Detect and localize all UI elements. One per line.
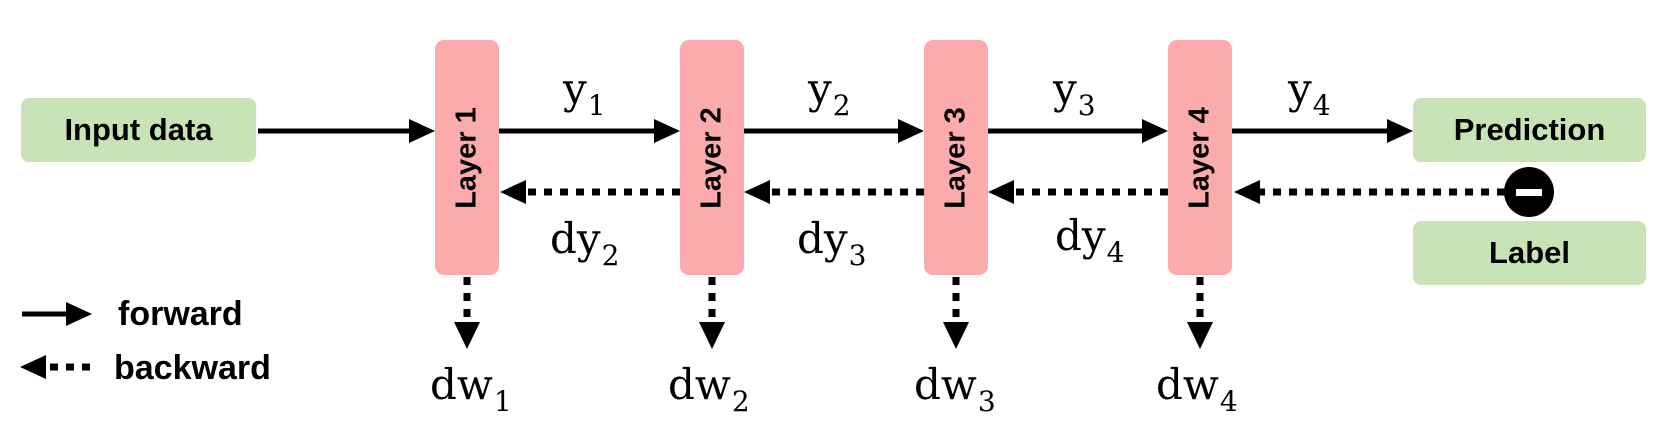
backward-arrowhead [744, 180, 770, 204]
backward-arrowhead [1234, 180, 1260, 204]
input-data-box: Input data [21, 98, 256, 162]
backward-arrowhead [500, 180, 526, 204]
weight-grad-dw2: dw2 [668, 360, 750, 418]
forward-arrowhead [1387, 119, 1413, 143]
prediction-label: Prediction [1453, 112, 1606, 147]
backward-grad-dy4: dy4 [1055, 211, 1125, 269]
backward-arrowhead [988, 180, 1014, 204]
weight-grad-arrowhead [454, 322, 480, 349]
weight-grad-arrowhead [1187, 322, 1213, 349]
legend-forward-label: forward [118, 295, 243, 333]
legend-backward-arrowhead [20, 355, 46, 379]
layer-4-label: Layer 4 [1183, 106, 1216, 209]
weight-grad-arrowhead [699, 322, 725, 349]
weight-grad-arrowhead [943, 322, 969, 349]
forward-arrows [258, 119, 1413, 143]
minus-circle-icon [1504, 167, 1554, 217]
weight-grad-dw1: dw1 [430, 360, 512, 418]
layer-2-label: Layer 2 [695, 106, 728, 209]
label-box: Label [1413, 221, 1646, 285]
layer-3-box: Layer 3 [924, 40, 988, 275]
legend-forward-arrowhead [66, 302, 92, 326]
input-data-label: Input data [64, 112, 213, 147]
backward-arrows [500, 180, 1505, 204]
legend-arrows [20, 302, 92, 379]
backward-grad-dy2: dy2 [550, 214, 620, 272]
weight-grad-dw3: dw3 [914, 360, 996, 418]
forward-arrowhead [654, 119, 680, 143]
layer-1-label: Layer 1 [450, 106, 483, 209]
weight-gradient-arrows [454, 277, 1213, 349]
forward-arrowhead [898, 119, 924, 143]
weight-grad-dw4: dw4 [1156, 360, 1238, 418]
layer-2-box: Layer 2 [680, 40, 744, 275]
layer-1-box: Layer 1 [435, 40, 499, 275]
forward-output-y2: y2 [808, 64, 851, 122]
layer-4-box: Layer 4 [1168, 40, 1232, 275]
layer-3-label: Layer 3 [939, 106, 972, 209]
legend-backward-label: backward [114, 349, 271, 387]
forward-arrowhead [409, 119, 435, 143]
forward-output-y1: y1 [563, 64, 606, 122]
label-label: Label [1489, 235, 1570, 270]
forward-output-y3: y3 [1053, 64, 1096, 122]
prediction-box: Prediction [1413, 98, 1646, 162]
forward-arrowhead [1142, 119, 1168, 143]
forward-output-y4: y4 [1288, 64, 1331, 122]
backward-grad-dy3: dy3 [797, 214, 867, 272]
